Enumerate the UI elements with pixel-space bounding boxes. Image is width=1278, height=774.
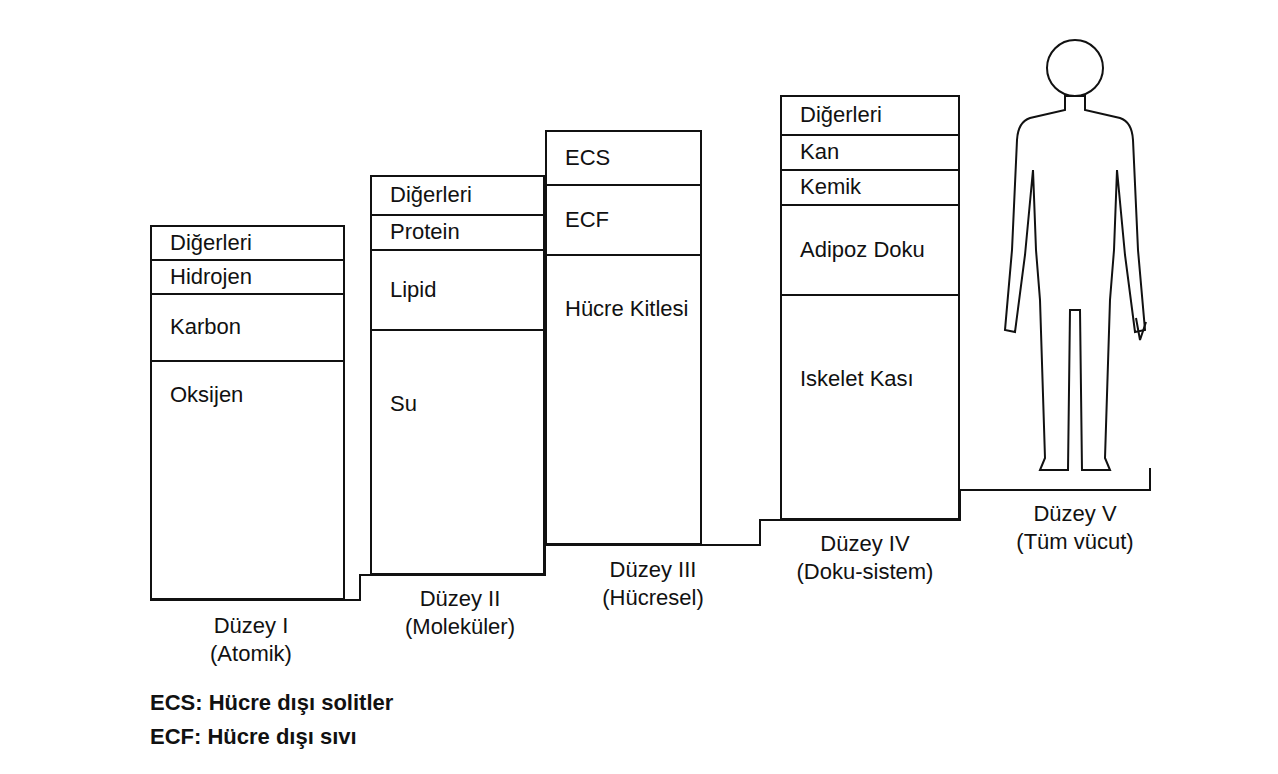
level-label: Düzey IV (Doku-sistem) bbox=[790, 530, 940, 585]
box-text: Diğerleri bbox=[390, 182, 472, 208]
box-text: Hidrojen bbox=[170, 264, 252, 290]
composition-box: ECS bbox=[545, 130, 702, 186]
box-text: ECS bbox=[565, 145, 610, 171]
composition-box: Adipoz Doku bbox=[780, 204, 960, 296]
level-label: Düzey I (Atomik) bbox=[196, 612, 306, 667]
level-label: Düzey V (Tüm vücut) bbox=[1010, 500, 1140, 555]
box-text: Diğerleri bbox=[800, 102, 882, 128]
composition-box: Diğerleri bbox=[780, 95, 960, 136]
composition-box: Iskelet Kası bbox=[780, 294, 960, 520]
box-text: Su bbox=[390, 391, 417, 417]
composition-box: Kan bbox=[780, 134, 960, 171]
legend-text: ECF: Hücre dışı sıvı bbox=[150, 724, 357, 750]
composition-box: Su bbox=[370, 329, 545, 575]
box-text: Diğerleri bbox=[170, 230, 252, 256]
composition-box: ECF bbox=[545, 184, 702, 256]
legend-text: ECS: Hücre dışı solitler bbox=[150, 690, 393, 716]
level-label: Düzey III (Hücresel) bbox=[588, 556, 718, 611]
box-text: Iskelet Kası bbox=[800, 366, 914, 392]
box-text: Kemik bbox=[800, 174, 861, 200]
figure-hand-mark bbox=[1136, 318, 1146, 340]
composition-box: Protein bbox=[370, 214, 545, 251]
box-text: Adipoz Doku bbox=[800, 237, 925, 263]
box-text: Kan bbox=[800, 139, 839, 165]
composition-box: Diğerleri bbox=[150, 225, 345, 261]
box-text: Oksijen bbox=[170, 382, 243, 408]
box-text: Hücre Kitlesi bbox=[565, 296, 688, 322]
figure-body bbox=[1005, 96, 1145, 470]
composition-box: Lipid bbox=[370, 249, 545, 331]
composition-box: Oksijen bbox=[150, 360, 345, 600]
box-text: ECF bbox=[565, 207, 609, 233]
figure-head bbox=[1047, 40, 1103, 96]
box-text: Karbon bbox=[170, 314, 241, 340]
composition-box: Diğerleri bbox=[370, 175, 545, 216]
box-text: Protein bbox=[390, 219, 460, 245]
composition-box: Kemik bbox=[780, 169, 960, 206]
composition-box: Hücre Kitlesi bbox=[545, 254, 702, 545]
composition-box: Karbon bbox=[150, 293, 345, 362]
box-text: Lipid bbox=[390, 277, 436, 303]
composition-box: Hidrojen bbox=[150, 259, 345, 295]
level-label: Düzey II (Moleküler) bbox=[395, 585, 525, 640]
